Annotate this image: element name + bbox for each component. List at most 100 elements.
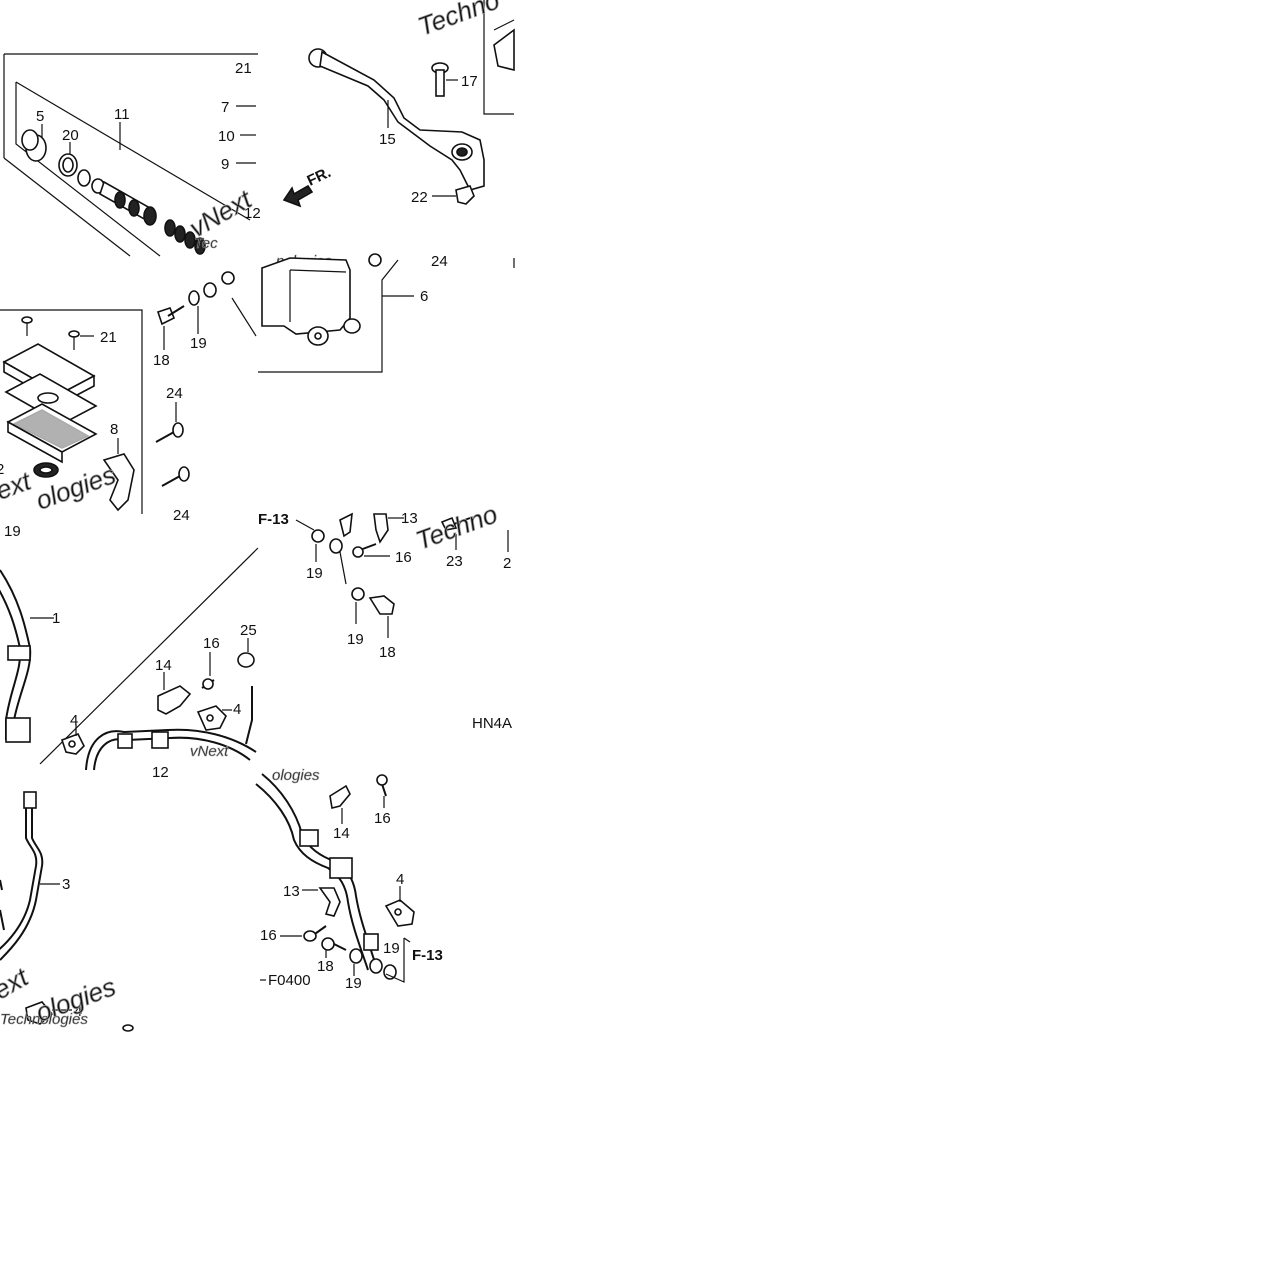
label-19: 19 [383,940,400,957]
label-18: 18 [153,352,170,369]
boot-part-5 [21,124,47,162]
label-17: 17 [461,73,478,90]
joint-part-4 [60,724,85,755]
label-23: 23 [446,553,463,570]
bolt-part-23 [440,516,471,550]
watermark-text: Tec [194,235,218,252]
hose-part-1 [0,569,54,743]
union-bolt-part-18 [321,937,347,958]
label-3: 3 [62,876,70,893]
joint-part-4 [384,886,415,927]
reference-f13: F-13 [412,947,443,964]
clamp-part-14 [157,672,192,715]
holder-part-8 [102,438,135,512]
label-24: 24 [431,253,448,270]
label-14: 14 [155,657,172,674]
clamp-part-13 [302,887,341,917]
label-5: 5 [36,108,44,125]
watermark-text: ologies [272,767,320,784]
tile-brake-hose: 19 [0,523,259,781]
label-21: 21 [235,60,252,77]
label-18: 18 [317,958,334,975]
bolt-part-16 [352,543,390,558]
label-4: 4 [74,1003,82,1020]
label-13: 13 [401,510,418,527]
figure-code: F0400 [268,972,311,989]
watermark-text: Techno [414,0,504,42]
joint-part-4 [196,705,232,731]
label-19: 19 [190,335,207,352]
label-8: 8 [110,421,118,438]
label-16: 16 [260,927,277,944]
label-1: 1 [52,610,60,627]
tile-hose-upper-fittings: F-13 13 16 23 2 19 [258,498,512,732]
label-19: 19 [4,523,21,540]
label-20: 20 [62,127,79,144]
bolt-part-25 [237,638,255,668]
reservoir-cap-stack [2,343,98,464]
label-13: 13 [283,883,300,900]
watermark-text: Technologies [0,1011,88,1028]
pipe-part-3 [0,791,60,961]
seal-ring-part-20 [58,142,78,177]
label-14: 14 [333,825,350,842]
union-bolt-part-18 [351,587,395,638]
tile-brake-pipe: 3 4 ext Technologies ologies [0,791,134,1032]
label-18: 18 [379,644,396,661]
watermark-text: ext [0,961,35,1005]
label-11: 11 [114,106,130,123]
piston-assembly [77,169,206,255]
tile-master-cylinder-internals: 21 7 10 9 12 5 20 11 vNext Tec [3,53,261,257]
bolt-part-18 [156,305,185,350]
label-12: 12 [152,764,169,781]
tile-master-cylinder-body: nologies 24 6 [258,253,515,373]
watermark-text: ext [0,465,36,506]
bolt-part-16 [280,925,327,942]
label-12: 12 [244,205,261,222]
label-15: 15 [379,131,396,148]
label-9: 9 [221,156,229,173]
watermark-text: vNext [190,743,229,760]
label-6: 6 [420,288,428,305]
label-4: 4 [396,871,404,888]
nut-part-22 [432,185,475,205]
joint-part-4 [25,1001,72,1025]
bolt-part-16 [376,774,388,808]
tile-brake-lever: FR. 17 15 22 Techno [282,0,515,208]
front-direction-label: FR. [305,164,334,190]
label-2: 2 [503,555,511,572]
bolt-part-24 [155,402,190,487]
label-4: 4 [70,712,78,729]
label-16: 16 [374,810,391,827]
label-10: 10 [218,128,235,145]
tile-lower-brake-hose: ologies [255,767,443,992]
screw-part-21 [21,316,94,350]
label-7: 7 [221,99,229,116]
reference-f13: F-13 [258,511,289,528]
pivot-bolt-part-17 [431,62,458,97]
label-19: 19 [347,631,364,648]
label-2: 2 [0,461,4,478]
label-16: 16 [395,549,412,566]
label-24: 24 [166,385,183,402]
tile-reservoir-cover: 21 18 19 24 8 24 2 ext ologies [0,271,257,524]
label-22: 22 [411,189,428,206]
label-24: 24 [173,507,190,524]
label-16: 16 [203,635,220,652]
hose-part-2-lower [255,773,379,971]
washers-part-19 [188,271,257,337]
washer-part-19 [349,948,397,980]
clamp-part-13 [373,513,404,544]
front-direction-arrow-icon [282,184,314,208]
clamp-part-14 [329,784,351,824]
label-25: 25 [240,622,257,639]
label-4: 4 [233,701,241,718]
label-19: 19 [345,975,362,992]
master-cylinder-body-part-6 [261,257,361,346]
label-19: 19 [306,565,323,582]
label-21: 21 [100,329,117,346]
lever-part-15 [308,48,485,191]
bolt-part-16 [201,652,215,690]
diagram-code: HN4A [472,715,512,732]
